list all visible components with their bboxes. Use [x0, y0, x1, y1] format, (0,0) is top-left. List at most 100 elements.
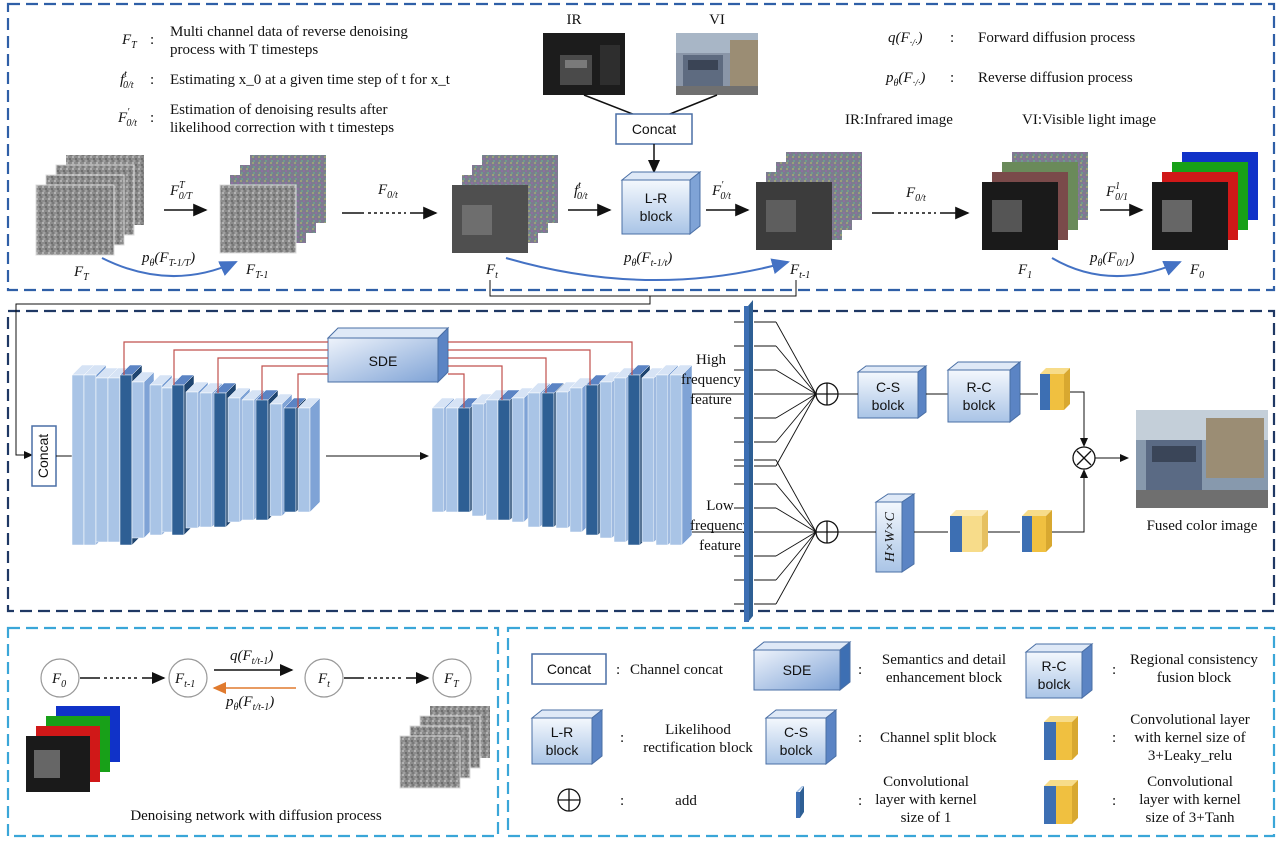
hwc-block: H×W×C — [874, 493, 916, 573]
label-FT: FT — [73, 264, 90, 283]
concat-box-top — [615, 113, 693, 145]
colon: : — [150, 72, 154, 88]
layer-slab — [83, 374, 97, 546]
legend-ft-symbol: FT — [121, 32, 138, 51]
legend-rc-label-1: R-C — [1042, 658, 1067, 674]
legend-conv1-desc-2: layer with kernel — [875, 792, 977, 808]
stack-FT1 — [219, 155, 326, 254]
layer-slab — [485, 399, 499, 521]
lr-block: L-R block — [620, 170, 702, 236]
legend-ft-text-1: Multi channel data of reverse denoising — [170, 24, 408, 40]
legend-sde-desc-1: Semantics and detail — [882, 652, 1006, 668]
high-frequency-fan — [734, 300, 839, 484]
colon: : — [620, 793, 624, 809]
cs-block: C-S bolck — [856, 365, 928, 419]
bottom-left-panel-border — [6, 626, 500, 838]
legend-cs-label-1: C-S — [784, 724, 808, 740]
p-label-2: pθ(Ft-1/t) — [623, 250, 672, 269]
legend-cs-block: C-S bolck — [764, 708, 838, 766]
legend-conv-leaky-2: with kernel size of — [1134, 730, 1245, 746]
high-feature-1: High — [696, 352, 727, 368]
node-Ft — [304, 658, 344, 698]
p-label-3: pθ(F0/1) — [1089, 250, 1134, 269]
legend-add-desc: add — [675, 793, 697, 809]
legend-F0t-symbol: F′0/t — [117, 107, 137, 129]
layer-slab — [641, 377, 655, 543]
layer-slab — [627, 374, 641, 546]
layer-slab — [541, 392, 555, 528]
legend-concat-label: Concat — [547, 661, 591, 677]
layer-slab — [171, 384, 185, 536]
fan-line — [775, 507, 817, 533]
top-panel-border — [6, 2, 1276, 292]
legend-p-text: Reverse diffusion process — [978, 70, 1133, 86]
node-Ft1 — [168, 658, 208, 698]
colon: : — [858, 793, 862, 809]
bottom-right-panel-border — [506, 626, 1276, 838]
lr-block-label-2: block — [640, 208, 674, 224]
legend-lr-desc-2: rectification block — [643, 740, 753, 756]
conv1-bar-side — [748, 438, 753, 622]
unet-decoder — [431, 364, 693, 546]
p-label-1: pθ(FT-1/T) — [141, 250, 195, 269]
layer-slab — [445, 407, 459, 513]
arrow-label-a4: F′0/t — [711, 180, 731, 202]
rc-label-1: R-C — [967, 379, 992, 395]
layer-slab — [599, 381, 613, 539]
colon: : — [150, 110, 154, 126]
legend-f0t-text: Estimating x_0 at a given time step of t… — [170, 72, 451, 88]
fan-line — [775, 345, 817, 395]
low-feature-2: frequency — [690, 518, 750, 534]
layer-slab-side — [309, 397, 321, 513]
low-feature-3: feature — [699, 538, 741, 554]
layer-slab — [497, 399, 511, 521]
fan-line — [775, 531, 817, 581]
layer-slab — [255, 399, 269, 521]
legend-conv-leaky-3: 3+Leaky_relu — [1148, 748, 1233, 764]
hwc-label: H×W×C — [883, 511, 898, 563]
node-F0 — [40, 658, 80, 698]
layer-slab — [185, 391, 199, 529]
layer-slab — [297, 407, 311, 513]
fan-line — [775, 531, 817, 557]
layer-slab — [227, 397, 241, 523]
layer-slab — [95, 377, 109, 543]
legend-sde-label: SDE — [783, 662, 812, 678]
colon: : — [620, 730, 624, 746]
colon: : — [1112, 730, 1116, 746]
legend-lr-desc-1: Likelihood — [665, 722, 731, 738]
fan-line — [775, 483, 817, 533]
fan-line — [775, 393, 817, 419]
high-feature-3: feature — [690, 392, 732, 408]
legend-p-symbol: pθ(F·/·) — [885, 70, 925, 89]
conv-tanh-low-1 — [950, 510, 988, 552]
conv-leaky-low-2 — [1022, 510, 1052, 552]
colon: : — [1112, 793, 1116, 809]
label-F1: F1 — [1017, 262, 1032, 281]
label-F0: F0 — [1189, 262, 1204, 281]
colon: : — [950, 70, 954, 86]
legend-rc-desc-2: fusion block — [1157, 670, 1232, 686]
arrow-label-a2: F0/t — [377, 182, 398, 201]
legend-F0t-text-1: Estimation of denoising results after — [170, 102, 387, 118]
layer-slab — [269, 403, 283, 517]
vi-title: VI — [709, 12, 725, 28]
fan-line — [775, 393, 817, 443]
layer-slab — [511, 397, 525, 523]
stack-Ft — [452, 155, 558, 253]
concat-label-network: Concat — [35, 434, 51, 478]
fan-line — [775, 393, 817, 467]
stack-F0 — [1152, 152, 1258, 250]
legend-rc-block: R-C bolck — [1024, 642, 1094, 700]
legend-conv1-icon — [796, 786, 804, 818]
colon: : — [1112, 662, 1116, 678]
rc-block: R-C bolck — [946, 360, 1022, 424]
skip-connections — [123, 341, 633, 408]
layer-slab — [199, 392, 213, 528]
colon: : — [616, 662, 620, 678]
sde-block: SDE — [326, 326, 450, 384]
high-feature-2: frequency — [681, 372, 741, 388]
legend-conv-leaky-1: Convolutional layer — [1130, 712, 1250, 728]
